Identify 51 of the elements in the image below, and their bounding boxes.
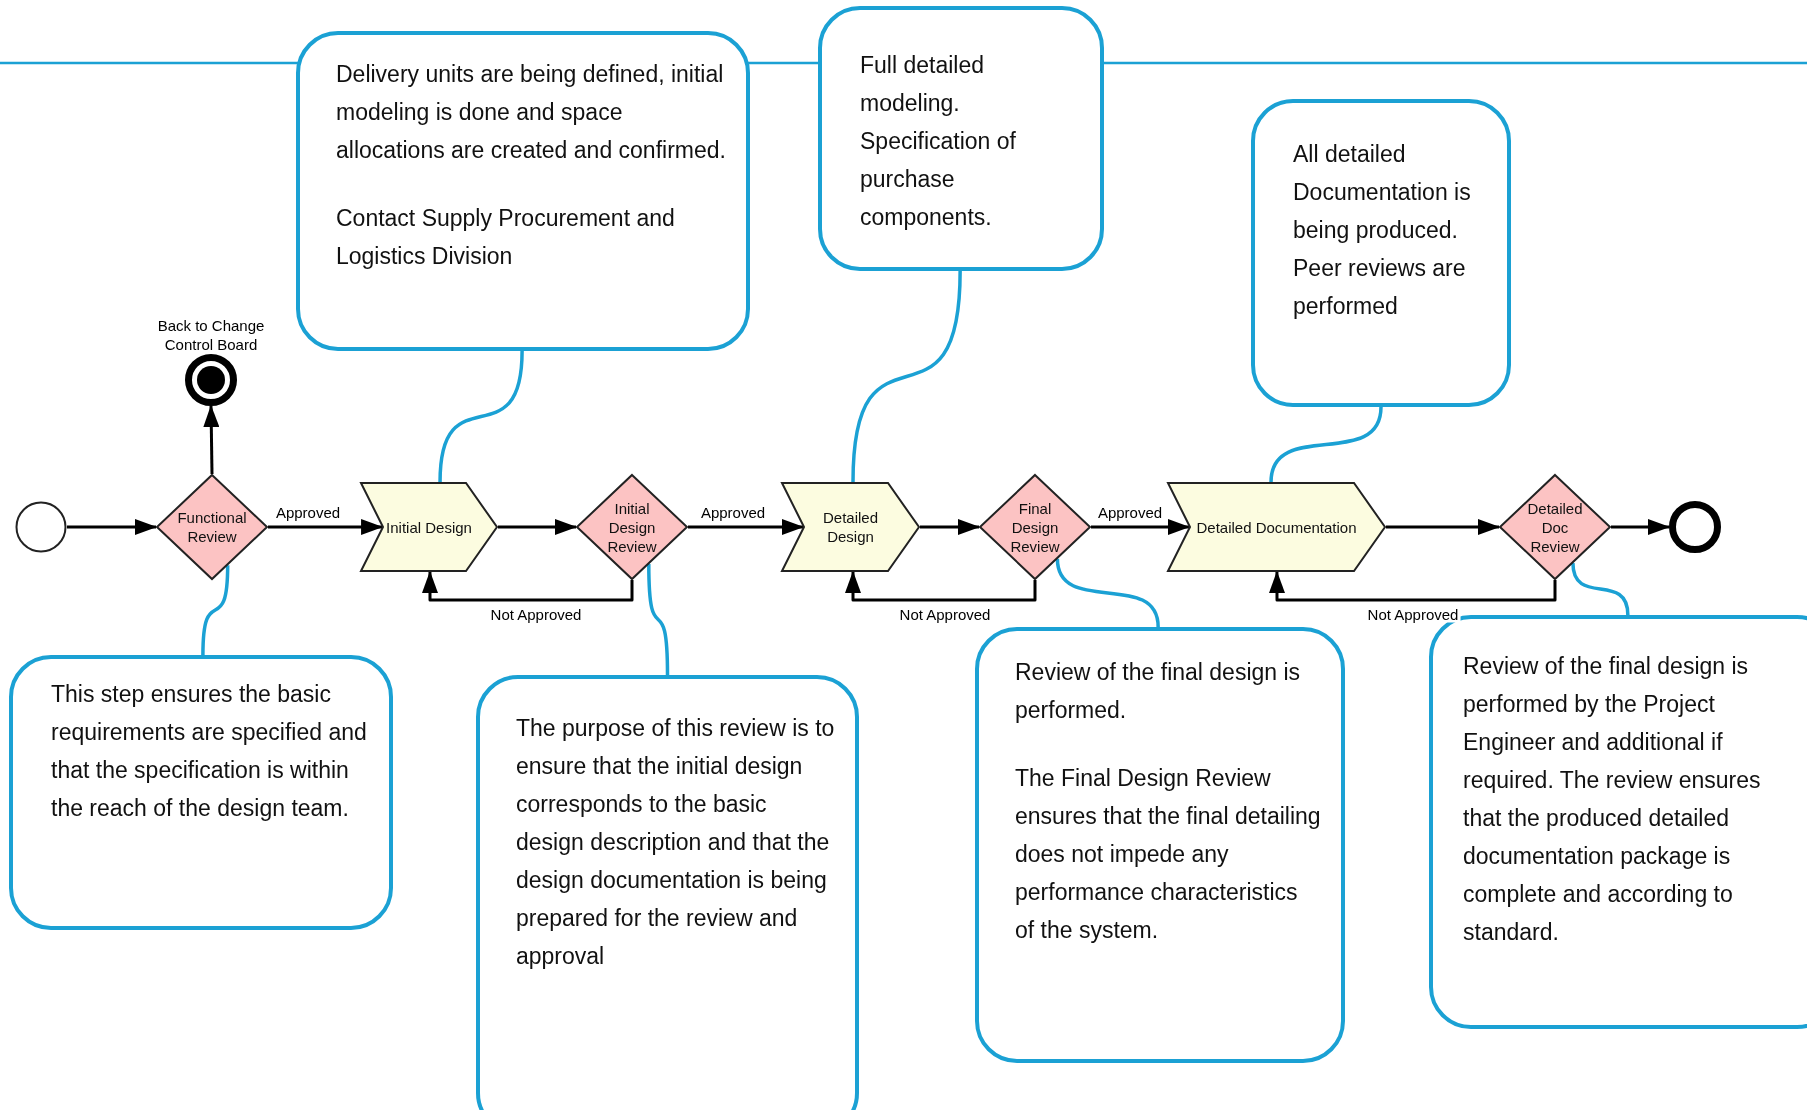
decision-diamond [576,474,688,580]
callout-text: This step ensures the basic requirements are specified and that the specification is within the reach of the design team. [51,680,368,823]
decision-diamond [979,474,1091,580]
node-label: Detailed Design [821,508,879,546]
process-step [1167,482,1386,572]
process-step [781,482,920,572]
callout-text: Full detailed modeling. Specification of purchase components. [860,51,1017,232]
callout-box [476,675,859,1110]
callout-box [1251,99,1511,407]
arrow [1269,571,1557,602]
node-label: Functional Review [177,508,247,546]
arrow [920,519,980,535]
node-label: Detailed Documentation [1196,517,1357,537]
callout-text: Review of the final design is performed. [1015,658,1302,725]
arrow [422,571,634,602]
callout-text: Review of the final design is performed by the Project Engineer and additional if required. The review ensures that the produced detailed documentation package is complete and according to standard. [1463,652,1762,947]
leader-line [647,564,670,676]
arrow [845,571,1037,602]
decision-diamond [156,474,268,580]
node-label: Initial Design [386,517,472,537]
arrow [1386,519,1500,535]
leader-line [438,350,524,483]
node-label: Detailed Doc Review [1526,498,1584,556]
callout-text: Contact Supply Procurement and Logistics Division [336,204,676,271]
leader-line [851,270,962,483]
node-label: Initial Design Review [606,498,658,556]
leader-line [1269,406,1383,483]
leader-line [1571,562,1630,616]
arrow [67,519,157,535]
start-circle [15,501,67,553]
callout-box [9,655,393,930]
callout-box [818,6,1104,271]
callout-text: All detailed Documentation is being produced. Peer reviews are performed [1293,140,1472,321]
leader-line [201,565,230,656]
arrow [688,519,804,535]
arrow [498,519,577,535]
arrow [203,405,220,475]
callout-box [975,627,1345,1063]
end-circle [1669,501,1721,553]
arrow [1091,519,1190,535]
node-label: Final Design Review [1009,498,1061,556]
leader-line [1055,558,1160,628]
arrow [1611,519,1670,535]
decision-diamond [1499,474,1611,580]
terminator-circle [185,354,237,406]
callout-text: Delivery units are being defined, initial modeling is done and space allocations are created and confirmed. [336,60,726,165]
callout-box [296,31,750,351]
callout-text: The Final Design Review ensures that the final detailing does not impede any performance characteristics of the system. [1015,764,1321,945]
callout-text: The purpose of this review is to ensure that the initial design corresponds to the basic design description and that the design documentation is being prepared for the review and approval [516,714,835,971]
process-step [360,482,498,572]
node-caption: Back to Change Control Board [156,316,266,354]
